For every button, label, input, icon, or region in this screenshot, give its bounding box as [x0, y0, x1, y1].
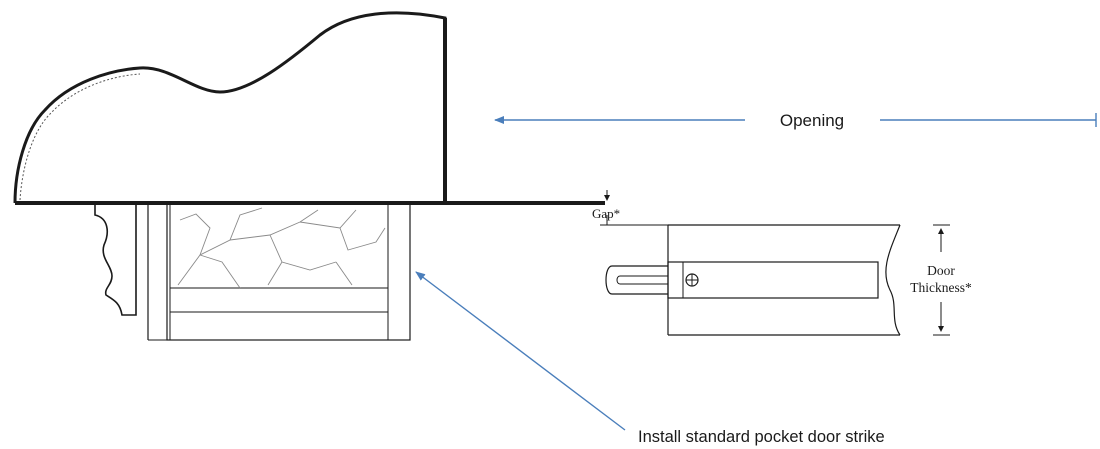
- door-strike-detail: [605, 224, 901, 336]
- door-thickness-dimension: Door Thickness*: [910, 224, 972, 336]
- jamb-molding: [94, 202, 149, 340]
- door-label: Door: [927, 263, 955, 278]
- gap-label: Gap*: [592, 206, 620, 221]
- thickness-label: Thickness*: [910, 280, 972, 295]
- callout-label: Install standard pocket door strike: [638, 428, 885, 446]
- gap-dimension: Gap*: [592, 190, 668, 226]
- wall-profile: [13, 11, 447, 204]
- stone-texture: [177, 207, 386, 289]
- opening-dimension: Opening: [494, 111, 1097, 130]
- strike-callout: Install standard pocket door strike: [415, 271, 885, 446]
- pocket-frame: [148, 203, 411, 341]
- screw-icon: [685, 273, 699, 287]
- opening-label: Opening: [780, 111, 844, 130]
